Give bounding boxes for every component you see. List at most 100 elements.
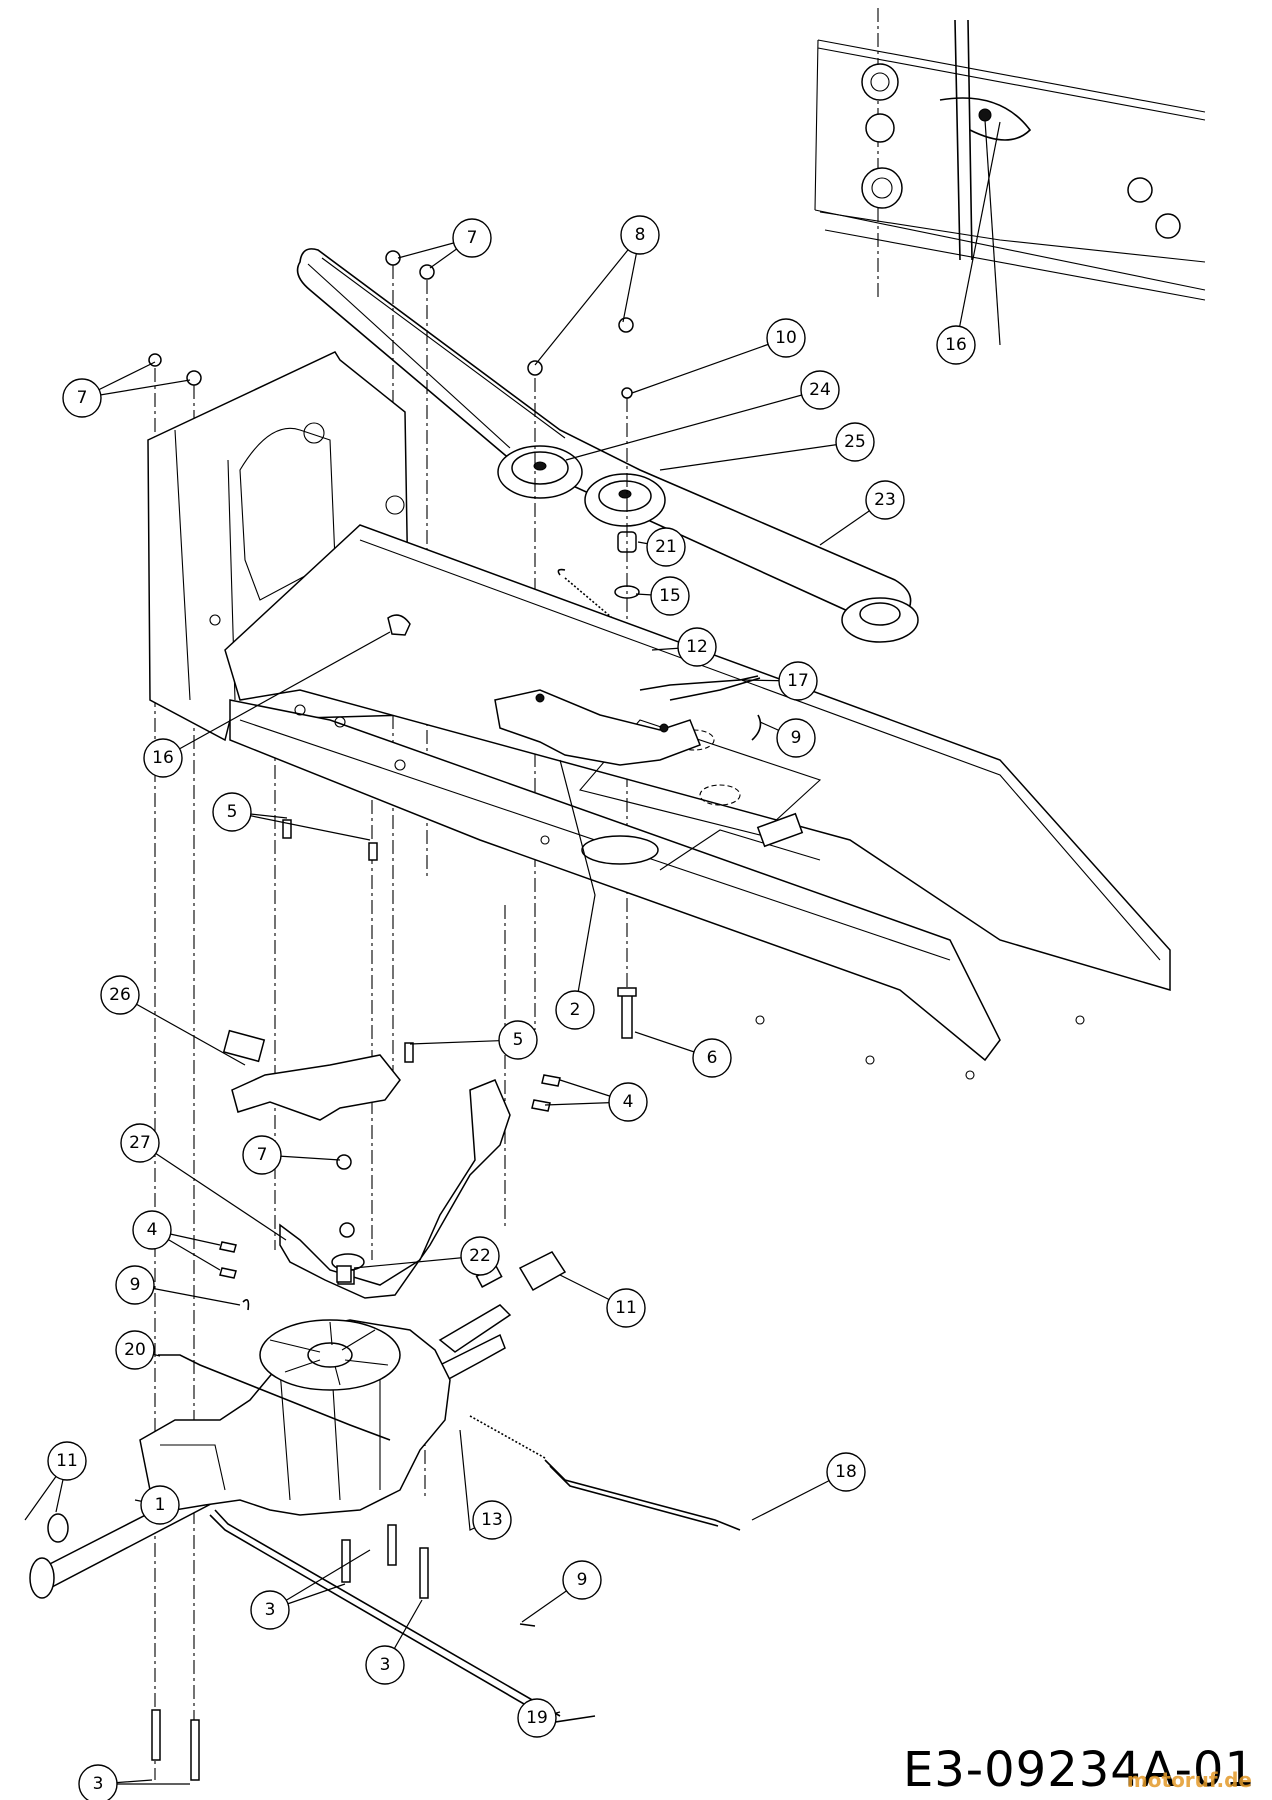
callout-bubbles: 1233344556777899910111112131516161718192… [47,215,976,1800]
callout-label: 5 [513,1030,524,1050]
callout-circle [677,627,717,667]
bolts-4-lower [219,1241,237,1279]
callout-circle [646,527,686,567]
callout-5: 5 [498,1020,538,1060]
callout-label: 1 [155,1495,166,1515]
callout-2: 2 [555,990,595,1030]
callout-17: 17 [778,661,818,701]
watermark-logo: motoruf.de [1126,1768,1252,1792]
callout-circle [100,975,140,1015]
callout-circle [800,370,840,410]
callout-circle [555,990,595,1030]
callout-18: 18 [826,1452,866,1492]
nut-7-lower [336,1154,352,1170]
callout-20: 20 [115,1330,155,1370]
callout-21: 21 [646,527,686,567]
callout-label: 21 [655,537,677,557]
callout-11: 11 [47,1441,87,1481]
pin-16-frame [387,614,411,636]
callout-label: 16 [945,335,967,355]
callout-3: 3 [250,1590,290,1630]
callout-circle [212,792,252,832]
callout-label: 8 [635,225,646,245]
callout-label: 4 [623,1092,634,1112]
callout-9: 9 [562,1560,602,1600]
callout-label: 9 [130,1275,141,1295]
callout-label: 10 [775,328,797,348]
callout-circle [460,1236,500,1276]
callout-7: 7 [62,378,102,418]
callout-4: 4 [132,1210,172,1250]
callout-circle [132,1210,172,1250]
callout-19: 19 [517,1698,557,1738]
callout-label: 26 [109,985,131,1005]
callout-circle [776,718,816,758]
inset-detail-view [814,8,1206,346]
callout-25: 25 [835,422,875,462]
callout-circle [62,378,102,418]
callout-circle [620,215,660,255]
callout-circle [766,318,806,358]
callout-7: 7 [242,1135,282,1175]
callout-4: 4 [608,1082,648,1122]
bolt-22 [336,1265,352,1283]
callout-16: 16 [936,325,976,365]
callout-12: 12 [677,627,717,667]
callout-label: 7 [257,1145,268,1165]
callout-label: 9 [577,1570,588,1590]
callout-label: 16 [152,748,174,768]
callout-circle [472,1500,512,1540]
callout-circle [143,738,183,778]
bolts-5 [282,819,414,1063]
callout-circle [826,1452,866,1492]
callout-label: 19 [526,1708,548,1728]
callout-5: 5 [212,792,252,832]
callout-24: 24 [800,370,840,410]
callout-9: 9 [776,718,816,758]
callout-label: 25 [844,432,866,452]
bolts-4-upper [531,1074,561,1112]
transaxle-1 [29,1251,567,1599]
callout-label: 9 [791,728,802,748]
callout-circle [692,1038,732,1078]
callout-circle [498,1020,538,1060]
callout-circle [115,1330,155,1370]
callout-label: 3 [93,1774,104,1794]
main-frame [147,351,1171,1080]
callout-circle [650,576,690,616]
callout-label: 18 [835,1462,857,1482]
callout-label: 11 [56,1451,78,1471]
nuts-7-top [148,250,435,386]
callout-label: 4 [147,1220,158,1240]
callout-circle [517,1698,557,1738]
callout-label: 3 [265,1600,276,1620]
callout-3: 3 [78,1764,118,1800]
callout-26: 26 [100,975,140,1015]
callout-label: 13 [481,1510,503,1530]
callout-11: 11 [606,1288,646,1328]
callout-13: 13 [472,1500,512,1540]
pivot-bracket-2 [494,677,761,766]
callout-9: 9 [115,1265,155,1305]
callout-circle [936,325,976,365]
callout-label: 3 [380,1655,391,1675]
callout-label: 2 [570,1000,581,1020]
nuts-8 [527,317,634,399]
callout-circle [47,1441,87,1481]
idler-pulley-24 [497,445,583,499]
callout-8: 8 [620,215,660,255]
callout-circle [115,1265,155,1305]
callout-10: 10 [766,318,806,358]
callout-label: 22 [469,1246,491,1266]
callout-3: 3 [365,1645,405,1685]
callout-circle [835,422,875,462]
callout-circle [865,480,905,520]
callout-27: 27 [120,1123,160,1163]
callout-6: 6 [692,1038,732,1078]
callout-label: 20 [124,1340,146,1360]
callout-15: 15 [650,576,690,616]
callout-circle [778,661,818,701]
callout-label: 5 [227,802,238,822]
callout-circle [78,1764,118,1800]
